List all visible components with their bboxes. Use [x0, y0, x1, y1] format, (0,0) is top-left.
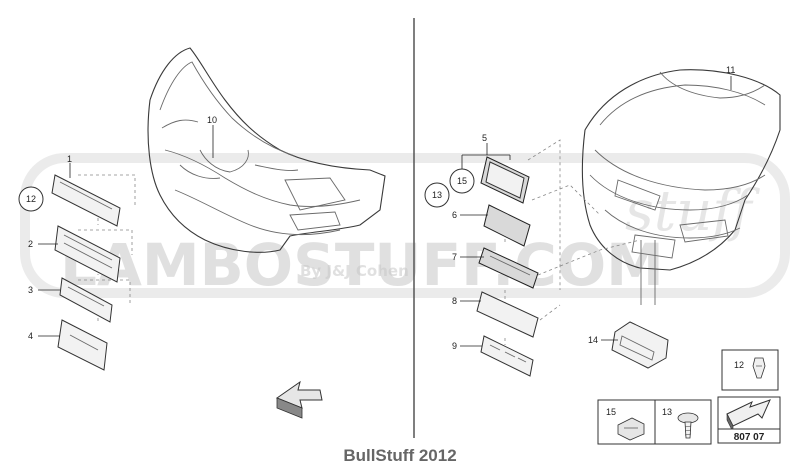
screw-icon — [677, 412, 699, 439]
circled-callout-13: 13 — [424, 182, 450, 208]
callout-6: 6 — [452, 210, 457, 220]
circled-callout-15: 15 — [449, 168, 475, 194]
callout-14: 14 — [588, 335, 598, 345]
plate-5 — [480, 156, 530, 204]
diagram-code-box: 807 07 — [717, 396, 781, 444]
circled-15-label: 15 — [457, 176, 467, 186]
legend-15-label: 15 — [606, 407, 616, 417]
callouts-right: 5 6 7 8 9 14 11 — [452, 65, 735, 351]
callout-1: 1 — [67, 154, 72, 164]
clip-icon — [752, 357, 766, 379]
rear-body-drawing — [581, 69, 781, 305]
watermark-text: LAMBOSTUFF.COM — [60, 231, 664, 299]
circled-13-label: 13 — [432, 190, 442, 200]
callout-5: 5 — [482, 133, 487, 143]
direction-arrow-icon — [726, 399, 771, 433]
legend-12-label: 12 — [734, 360, 744, 370]
nut-icon — [617, 417, 645, 441]
watermark-script: stuff — [625, 179, 760, 244]
callout-4: 4 — [28, 331, 33, 341]
plate-3 — [59, 277, 113, 323]
plate-6 — [483, 204, 531, 247]
front-bumper-drawing — [147, 47, 386, 253]
legend-box-15-13: 15 13 — [597, 399, 712, 445]
watermark: LAMBOSTUFF.COM By J&J Cohen stuff — [20, 153, 790, 299]
plate-7 — [478, 247, 539, 289]
bracket-14 — [611, 321, 669, 369]
callout-11: 11 — [726, 65, 735, 75]
watermark-subtext: By J&J Cohen — [300, 262, 409, 280]
callout-10: 10 — [207, 115, 217, 125]
callout-3: 3 — [28, 285, 33, 295]
plate-2 — [54, 225, 121, 283]
footer-caption: BullStuff 2012 — [343, 446, 457, 465]
orientation-arrow-left — [275, 380, 323, 419]
circled-12-label: 12 — [26, 194, 36, 204]
legend-13-label: 13 — [662, 407, 672, 417]
callouts-left: 1 2 3 4 10 — [28, 115, 217, 341]
plate-8 — [476, 291, 539, 338]
plate-9 — [480, 335, 534, 377]
callout-8: 8 — [452, 296, 457, 306]
legend-box-12: 12 — [721, 349, 779, 391]
callout-7: 7 — [452, 252, 457, 262]
plate-4 — [57, 319, 108, 371]
plate-1 — [51, 174, 121, 227]
diagram-code: 807 07 — [734, 432, 765, 443]
callout-9: 9 — [452, 341, 457, 351]
circled-callout-12: 12 — [18, 186, 44, 212]
callout-2: 2 — [28, 239, 33, 249]
